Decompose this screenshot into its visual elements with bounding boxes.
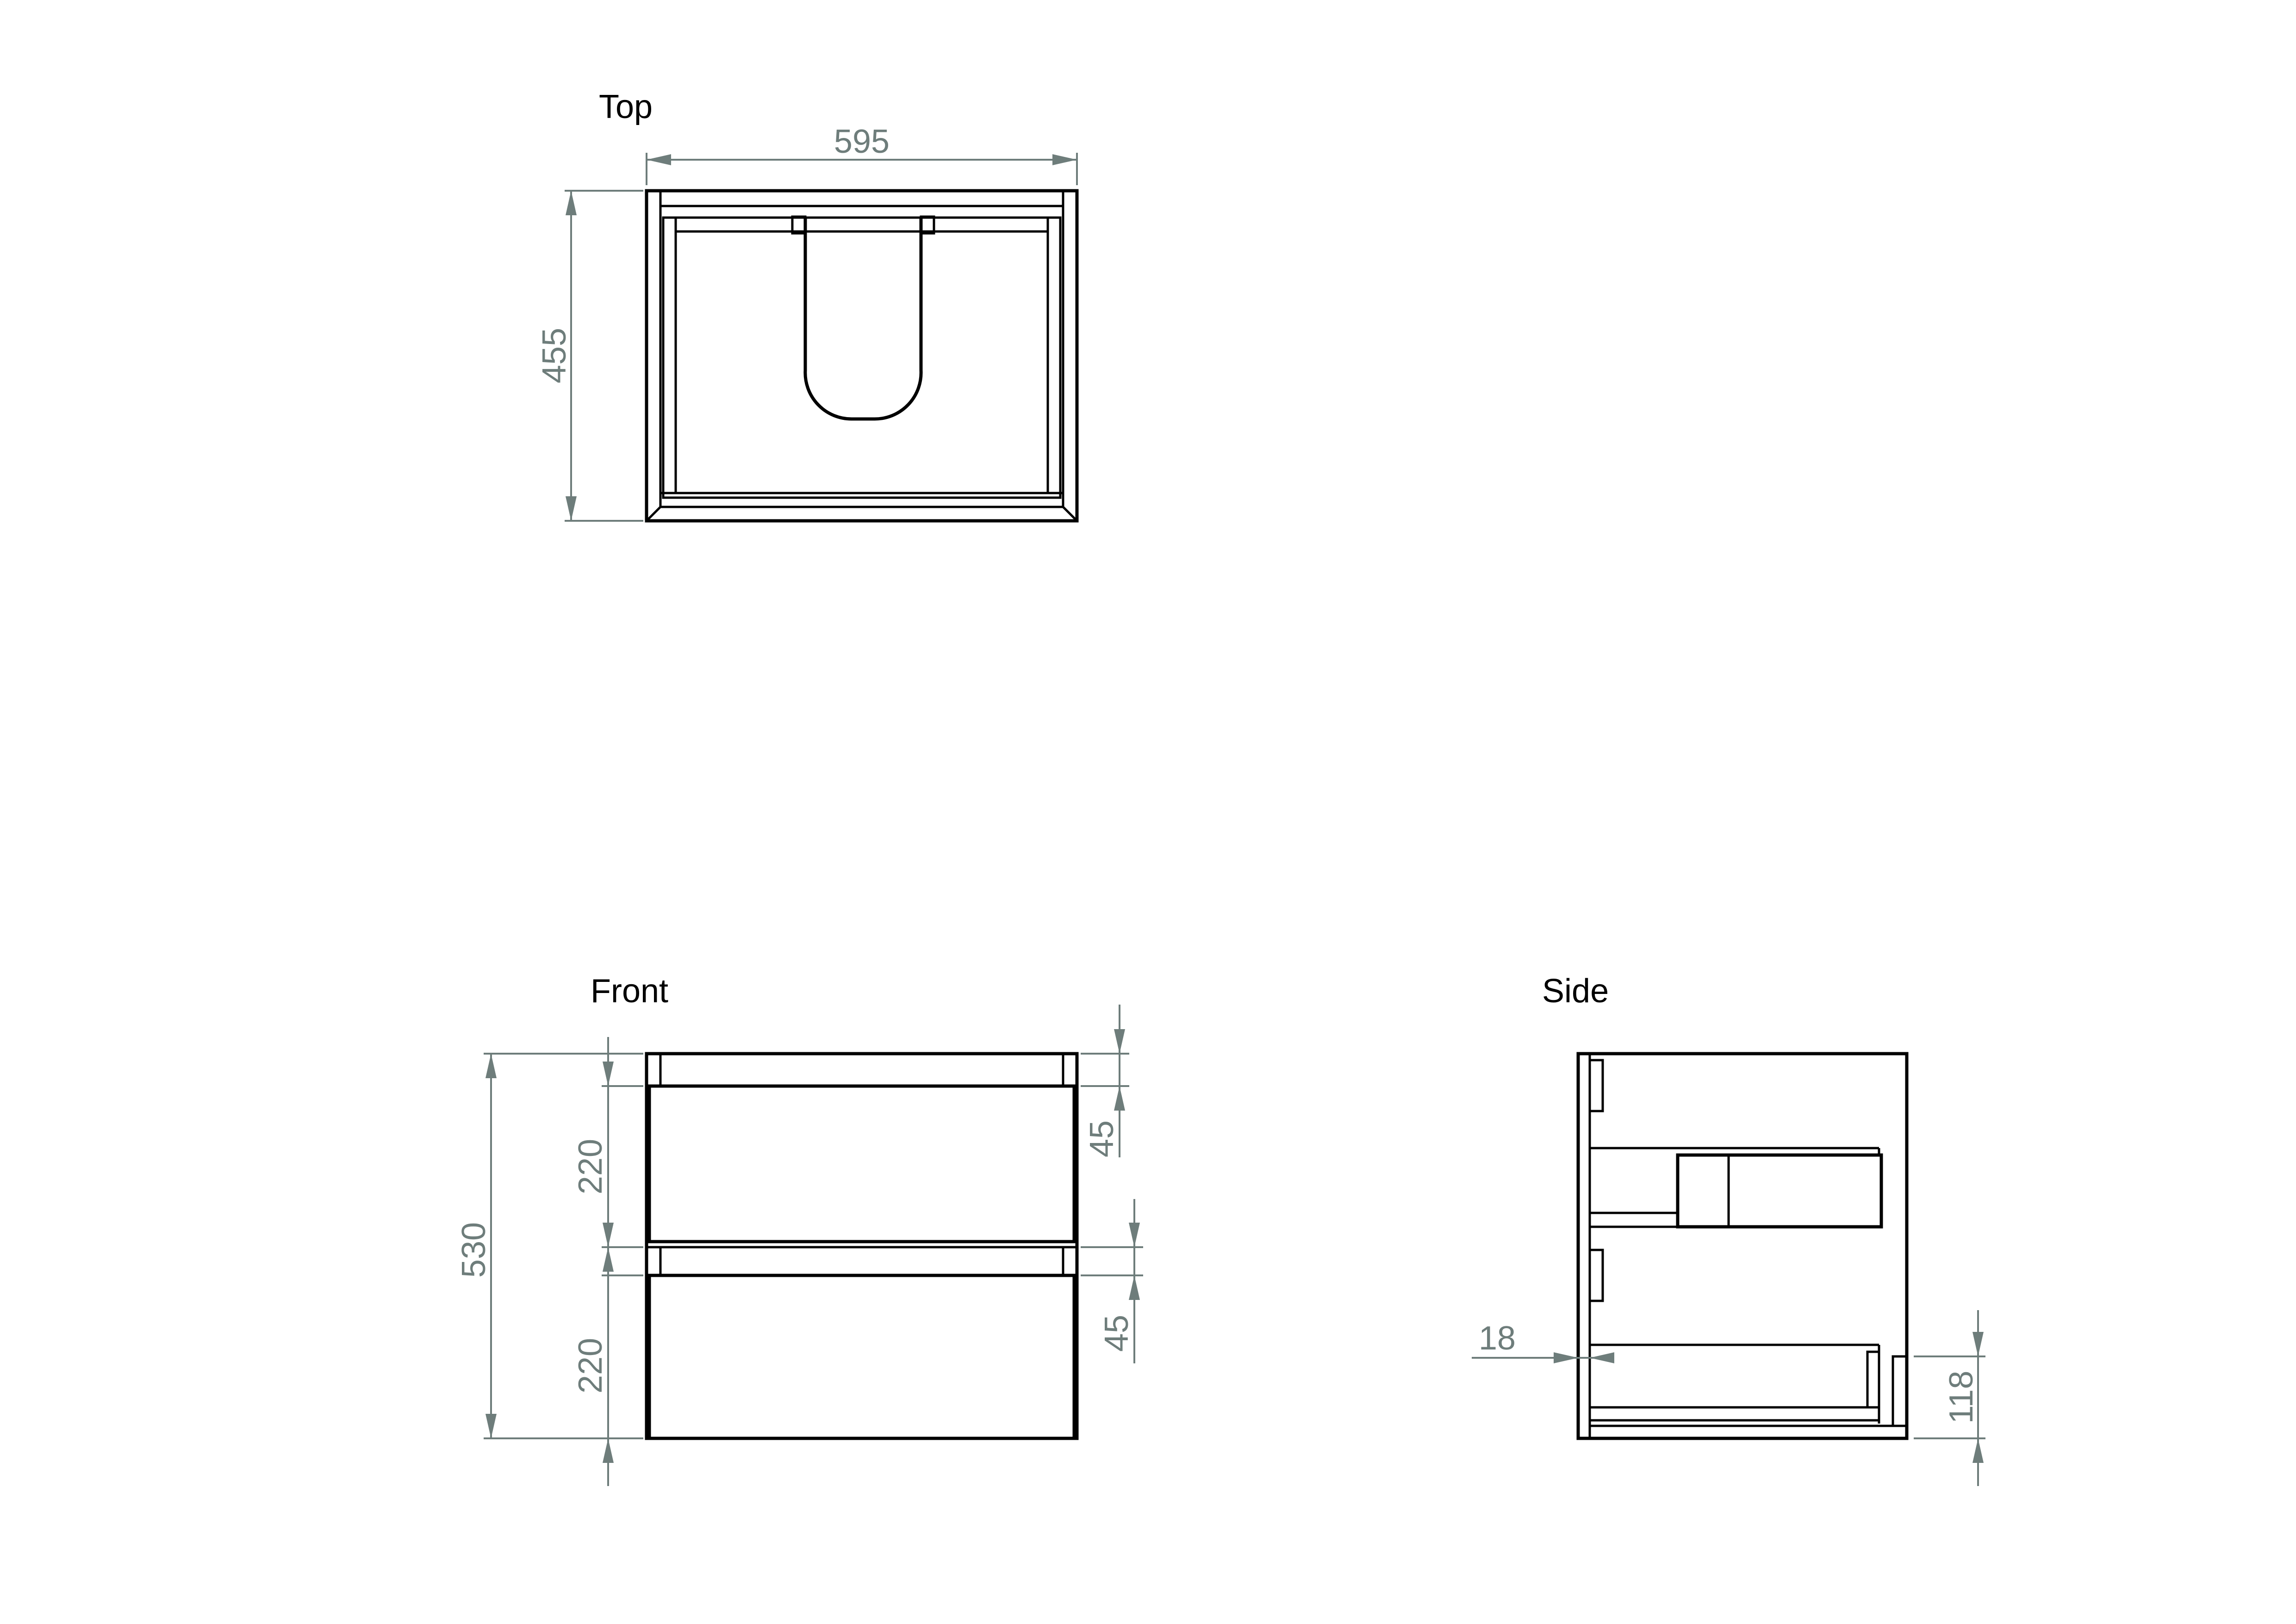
depth-dimension: 455 bbox=[536, 328, 573, 383]
front-view-title: Front bbox=[591, 973, 668, 1010]
sink-cutout bbox=[803, 218, 923, 421]
lower-drawer-dimension: 220 bbox=[572, 1338, 609, 1393]
side-view: Side 18 118 bbox=[1472, 973, 1985, 1486]
height-dimension: 530 bbox=[455, 1222, 492, 1278]
lower-gap-dimension: 45 bbox=[1098, 1315, 1135, 1352]
front-view: Front 530 220 220 45 bbox=[455, 973, 1143, 1486]
top-view: Top 595 455 bbox=[536, 88, 1079, 523]
lower-drawer bbox=[647, 1274, 1076, 1440]
side-view-title: Side bbox=[1542, 973, 1609, 1010]
width-dimension: 595 bbox=[834, 123, 890, 160]
plinth-dimension: 118 bbox=[1943, 1371, 1980, 1424]
upper-drawer bbox=[647, 1084, 1076, 1243]
top-view-title: Top bbox=[599, 88, 653, 125]
panel-thickness-dimension: 18 bbox=[1479, 1320, 1516, 1357]
upper-drawer-dimension: 220 bbox=[572, 1139, 609, 1194]
upper-gap-dimension: 45 bbox=[1083, 1120, 1120, 1157]
